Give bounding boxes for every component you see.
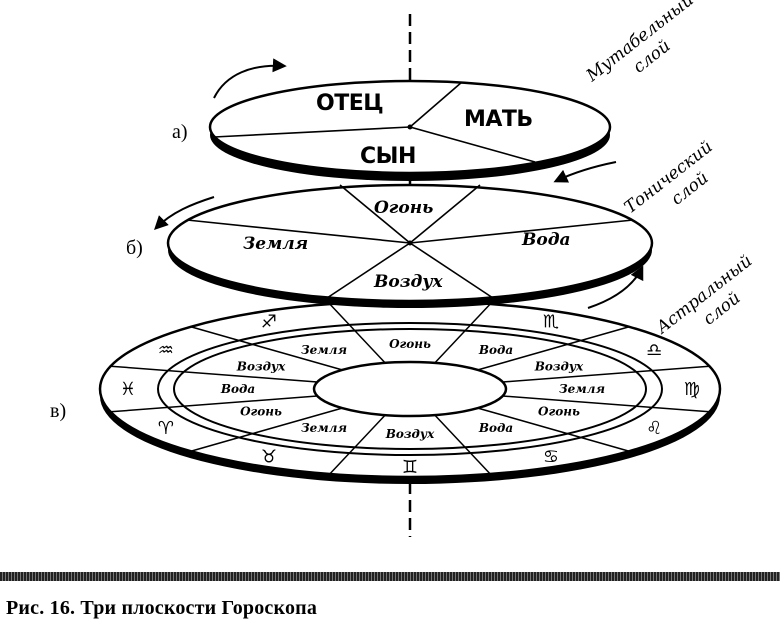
astral-sector-line: [329, 303, 386, 364]
astral-sector-line: [502, 365, 710, 383]
label-a: а): [172, 121, 188, 143]
astral-sector-line: [329, 414, 386, 475]
astral-element-label: Огонь: [389, 337, 431, 351]
label-v: в): [50, 400, 66, 422]
disk-mutable: ОТЕЦ МАТЬ СЫН: [208, 79, 612, 181]
astral-element-label: Земля: [301, 343, 347, 357]
mutable-layer-label: Мутабельный слой: [582, 0, 698, 87]
element-fire-label: Огонь: [374, 198, 433, 218]
astral-element-label: Воздух: [534, 360, 584, 374]
tonic-layer-label: Тонический слой: [621, 137, 717, 218]
separator-rule: [0, 572, 780, 581]
astral-sector-line: [190, 326, 343, 371]
astral-sector-line: [110, 395, 318, 413]
astral-element-label: Воздух: [236, 360, 286, 374]
astral-sector-line: [110, 365, 318, 383]
astral-element-label: Огонь: [538, 405, 580, 419]
disk-tonic: Огонь Земля Вода Воздух: [166, 183, 654, 308]
astral-element-label: Земля: [559, 382, 605, 396]
sagittarius-icon: ♐: [261, 311, 277, 332]
cancer-icon: ♋: [543, 447, 559, 468]
element-water-label: Вода: [521, 230, 571, 250]
astral-element-label: Вода: [478, 421, 513, 435]
astral-sector-lines: [110, 303, 710, 475]
zodiac-signs: ♉ ♊ ♋ ♌ ♍ ♎ ♏ ♐ ♒ ♓ ♈: [120, 311, 700, 478]
astral-element-label: Вода: [220, 382, 255, 396]
astral-element-label: Земля: [301, 421, 347, 435]
astral-sector-line: [434, 303, 491, 364]
leo-icon: ♌: [646, 418, 662, 439]
son-label: СЫН: [360, 144, 416, 169]
astral-element-label: Вода: [478, 343, 513, 357]
aquarius-icon: ♒: [158, 340, 174, 361]
svg-text:Астральный: Астральный: [652, 251, 756, 339]
label-b: б): [126, 237, 143, 259]
virgo-icon: ♍: [684, 379, 700, 400]
rotation-arrow-b-right: [553, 161, 617, 183]
gemini-icon: ♊: [402, 457, 418, 478]
aries-icon: ♈: [158, 418, 174, 439]
libra-icon: ♎: [646, 340, 662, 361]
astral-element-label: Огонь: [240, 405, 282, 419]
rotation-arrow-a: [213, 58, 287, 99]
pisces-icon: ♓: [120, 379, 136, 400]
rotation-arrow-b-left: [154, 196, 215, 230]
astral-sector-line: [190, 407, 343, 452]
element-earth-label: Земля: [243, 234, 308, 254]
rotation-arrow-v: [587, 265, 644, 309]
taurus-icon: ♉: [261, 447, 277, 468]
element-air-label: Воздух: [373, 272, 444, 292]
astral-sector-line: [477, 326, 630, 371]
astral-element-label: Воздух: [385, 427, 435, 441]
astral-sector-line: [477, 407, 630, 452]
scorpio-icon: ♏: [543, 311, 559, 332]
figure-caption: Рис. 16. Три плоскости Гороскопа: [6, 597, 318, 619]
astral-sector-line: [502, 395, 710, 413]
mother-label: МАТЬ: [464, 107, 533, 132]
father-label: ОТЕЦ: [316, 91, 383, 116]
astral-sector-line: [434, 414, 491, 475]
